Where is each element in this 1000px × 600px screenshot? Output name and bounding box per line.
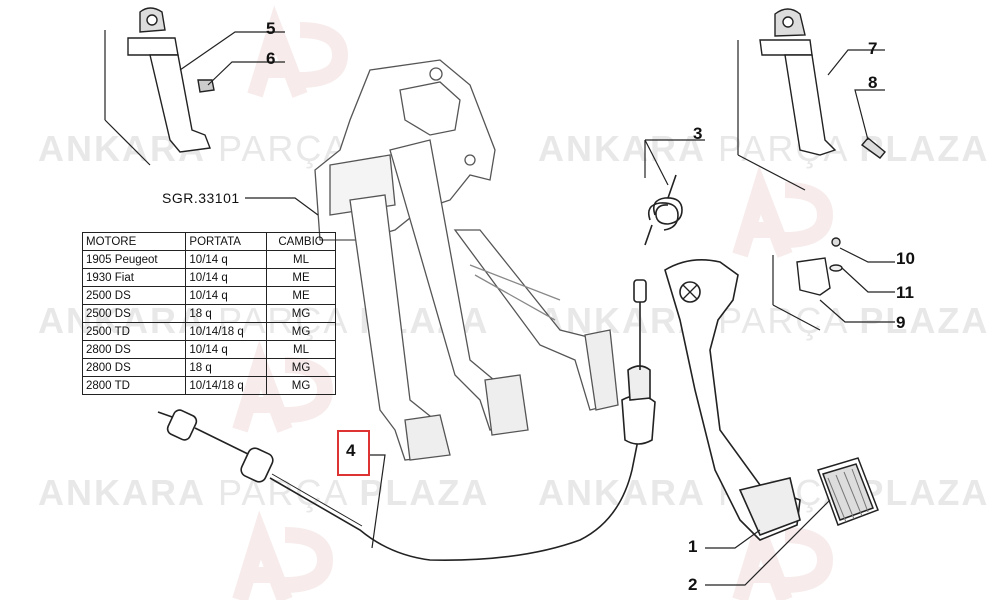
bracket-9 <box>772 237 843 331</box>
cell-motore: 2800 DS <box>81 340 187 359</box>
cell-motore: 2800 DS <box>81 358 187 377</box>
cell-motore: 2500 DS <box>81 286 187 305</box>
cell-portata: 10/14/18 q <box>185 376 268 395</box>
watermark-mid-right: ANKARA PARÇA PLAZA <box>538 300 990 341</box>
cell-motore: 2500 TD <box>81 322 187 341</box>
cell-cambio: ME <box>266 286 336 305</box>
callout-8: 8 <box>868 73 878 92</box>
cell-motore: 1930 Fiat <box>81 268 187 287</box>
pedal-pad-2 <box>817 457 879 526</box>
callout-1: 1 <box>688 537 698 556</box>
cell-motore: 2800 TD <box>81 376 187 395</box>
clutch-pedal-1 <box>664 259 801 541</box>
callout-9: 9 <box>896 313 906 332</box>
cell-cambio: MG <box>266 358 336 377</box>
callout-4: 4 <box>346 441 356 460</box>
cell-cambio: MG <box>266 376 336 395</box>
callout-10: 10 <box>896 249 915 268</box>
cell-cambio: ML <box>266 250 336 269</box>
return-spring-3 <box>644 139 705 246</box>
cell-portata: 18 q <box>185 358 268 377</box>
header-cambio: CAMBIO <box>266 232 336 251</box>
bracket-7 <box>737 8 886 191</box>
clutch-cable-4 <box>157 279 656 561</box>
bracket-5 <box>104 7 215 166</box>
callout-6: 6 <box>266 49 276 68</box>
table-header-row: MOTORE PORTATA CAMBIO <box>81 232 336 251</box>
cell-portata: 10/14 q <box>185 340 268 359</box>
callout-5: 5 <box>266 19 276 38</box>
cell-cambio: ME <box>266 268 336 287</box>
cell-portata: 10/14 q <box>185 268 268 287</box>
callout-7: 7 <box>868 39 878 58</box>
pedal-box <box>314 59 619 461</box>
cell-portata: 10/14/18 q <box>185 322 268 341</box>
highlight-box-part-4 <box>337 430 370 476</box>
callout-3: 3 <box>693 124 703 143</box>
leader-lines <box>179 31 895 586</box>
cell-portata: 10/14 q <box>185 286 268 305</box>
watermark-top-right: ANKARA PARÇA PLAZA <box>538 128 990 169</box>
callout-2: 2 <box>688 575 698 594</box>
cell-motore: 2500 DS <box>81 304 187 323</box>
header-portata: PORTATA <box>185 232 268 251</box>
reference-code: SGR.33101 <box>162 190 240 206</box>
header-motore: MOTORE <box>81 232 187 251</box>
watermark-bottom-left: ANKARA PARÇA PLAZA <box>38 472 490 513</box>
cell-cambio: ML <box>266 340 336 359</box>
callout-11: 11 <box>896 283 914 302</box>
cell-portata: 10/14 q <box>185 250 268 269</box>
cell-cambio: MG <box>266 304 336 323</box>
cell-motore: 1905 Peugeot <box>81 250 187 269</box>
cell-cambio: MG <box>266 322 336 341</box>
cell-portata: 18 q <box>185 304 268 323</box>
